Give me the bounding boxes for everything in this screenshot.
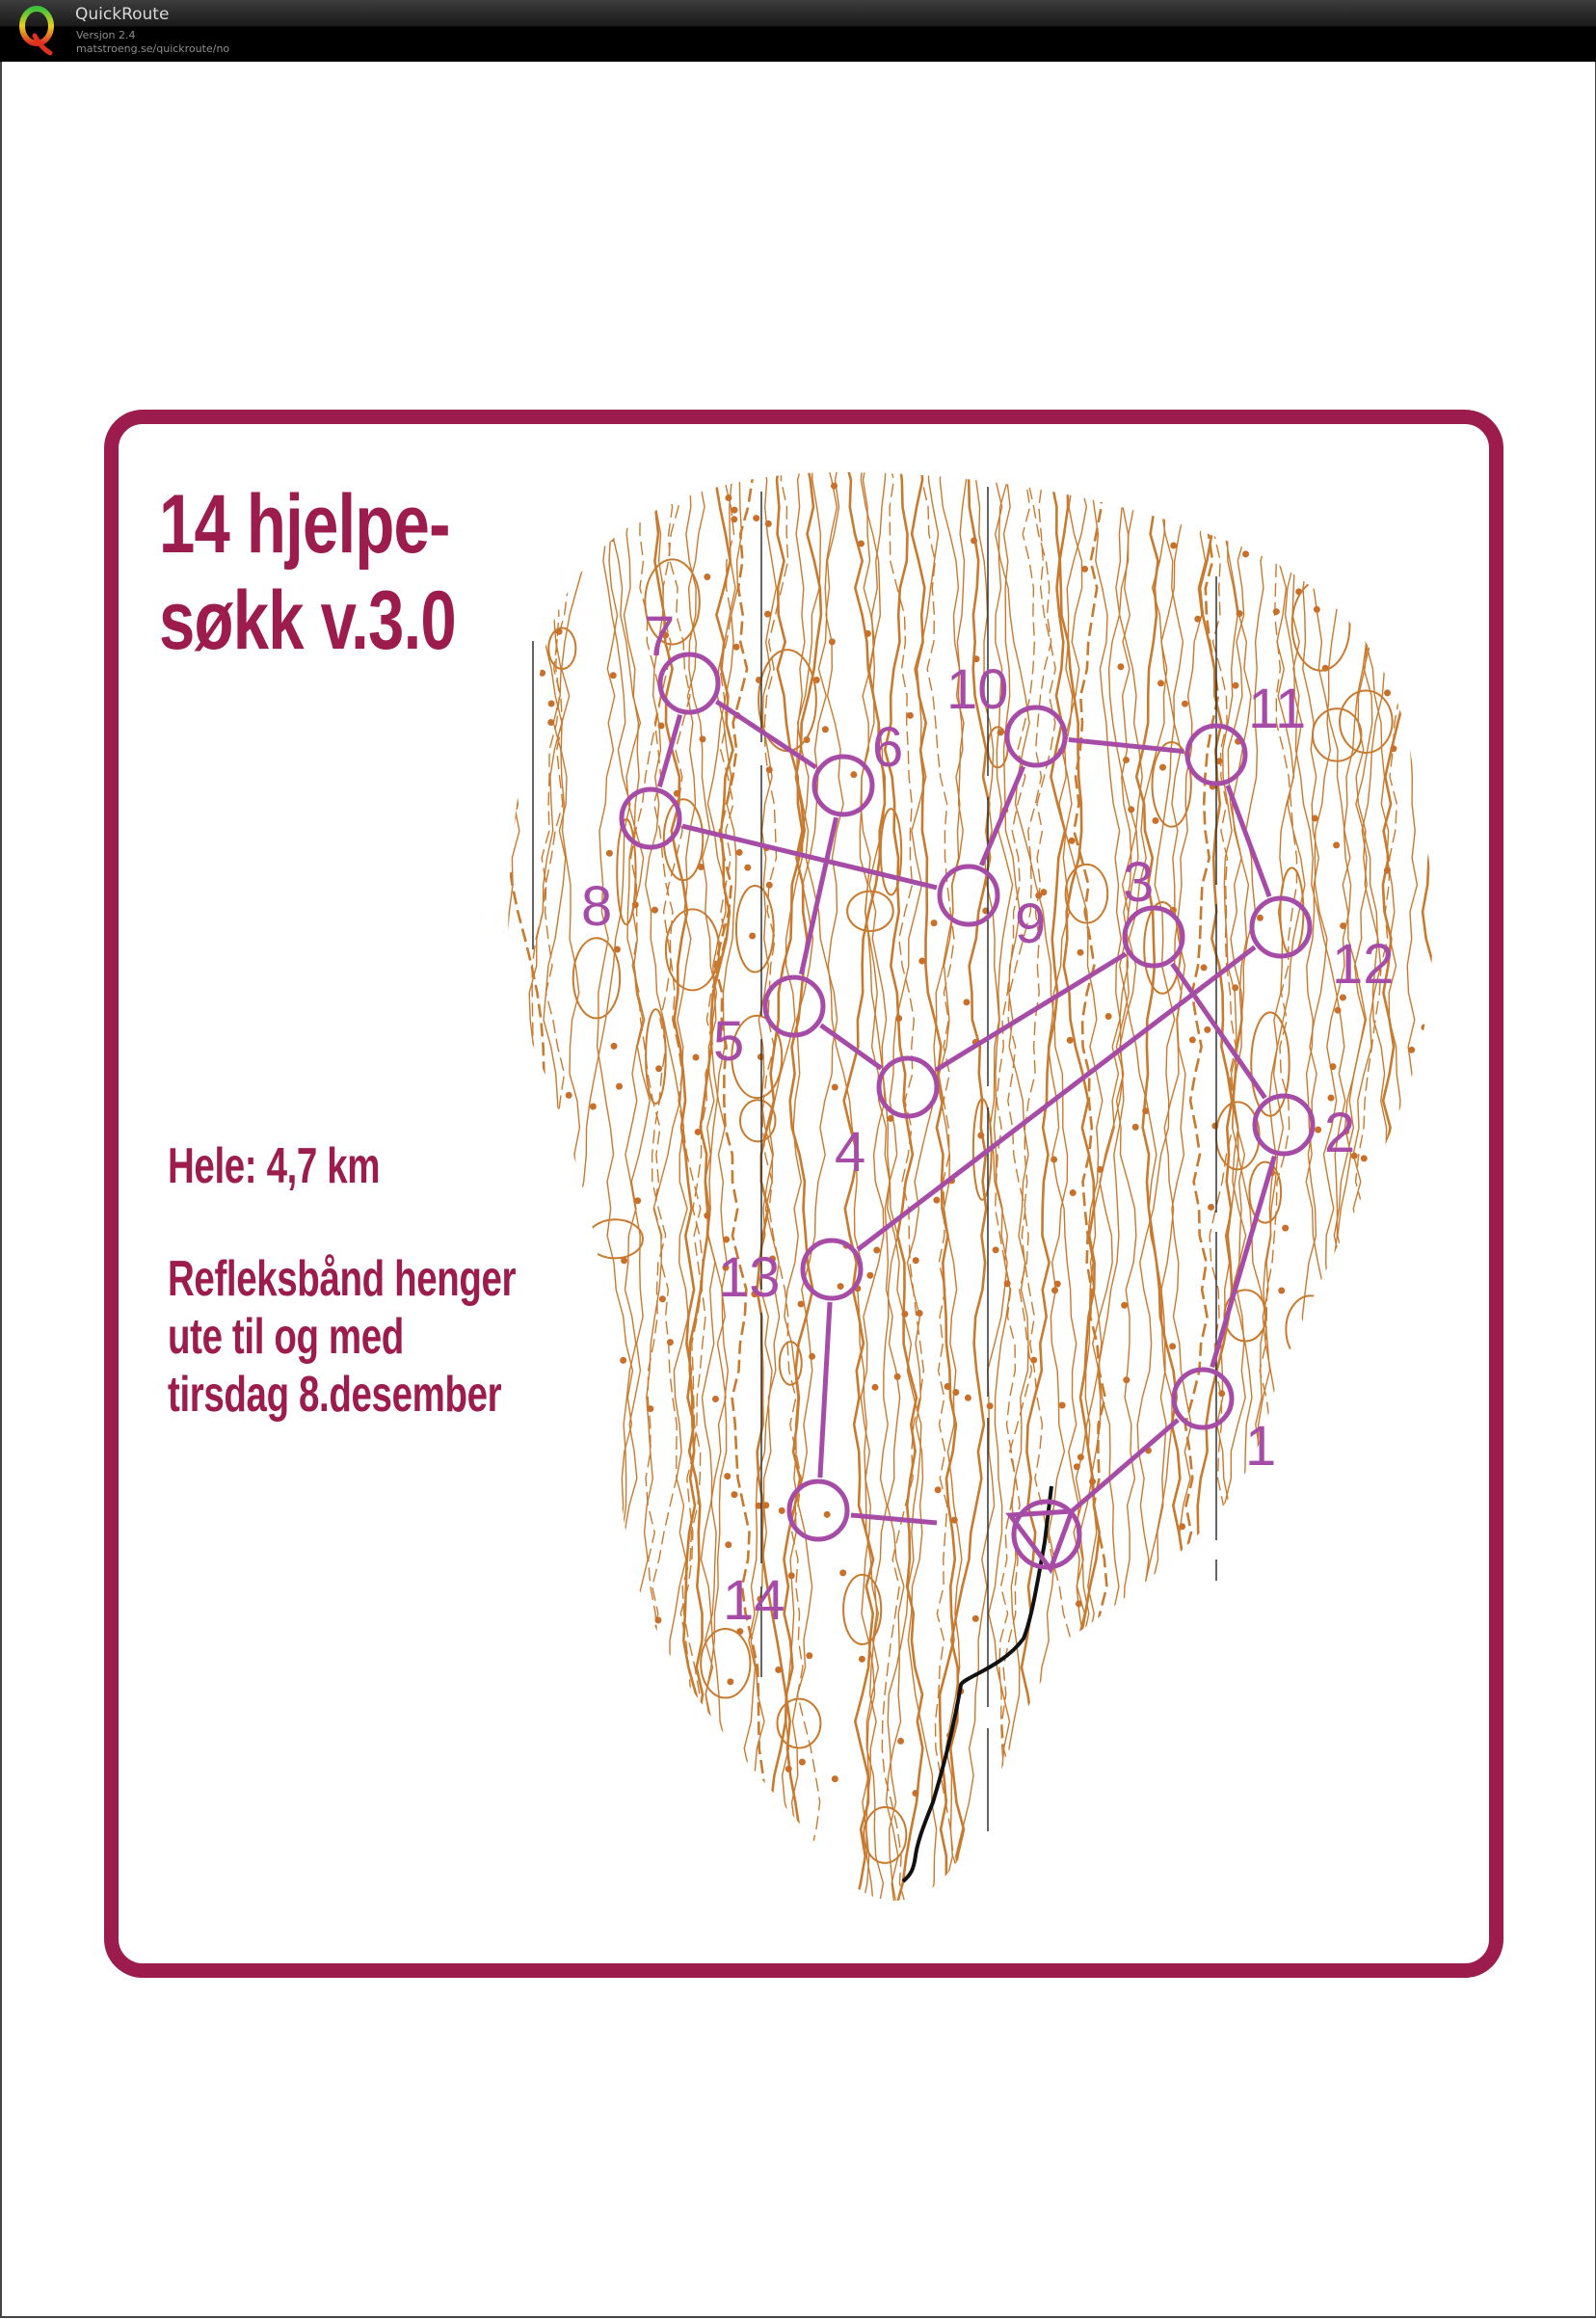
course-leg	[817, 1301, 833, 1479]
control-number: 4	[835, 1121, 865, 1184]
course-leg	[798, 816, 839, 975]
control-14[interactable]: 14	[723, 1479, 850, 1632]
course-leg	[819, 1023, 883, 1071]
course-leg	[856, 945, 1257, 1252]
app-title: QuickRoute	[75, 5, 170, 24]
control-circle-icon	[1249, 895, 1313, 959]
course-legs	[656, 699, 1277, 1526]
course-leg	[1071, 1418, 1180, 1513]
course-leg	[656, 714, 683, 787]
app-version: Versjon 2.4	[76, 29, 136, 41]
control-number: 8	[581, 875, 612, 938]
control-circle-icon	[1252, 1093, 1316, 1157]
control-circle-icon	[657, 652, 721, 715]
control-number: 10	[946, 658, 1009, 721]
magnetic-north-lines	[532, 487, 1217, 1831]
course-leg	[934, 951, 1128, 1073]
control-11[interactable]: 11	[1184, 678, 1306, 786]
control-number: 12	[1332, 933, 1395, 996]
course-leg	[714, 699, 818, 770]
control-circle-icon	[876, 1055, 940, 1119]
control-circle-icon	[786, 1479, 850, 1542]
control-circle-icon	[800, 1238, 864, 1301]
control-10[interactable]: 10	[946, 658, 1068, 768]
start-triangle-icon[interactable]	[1005, 1499, 1082, 1575]
control-13[interactable]: 13	[718, 1238, 864, 1309]
control-circle-icon	[1171, 1367, 1235, 1430]
poster-title-line-1: 14 hjelpe-	[159, 478, 450, 571]
control-circle-icon	[762, 974, 826, 1038]
control-circle-icon	[811, 754, 875, 817]
finish-leg	[850, 1512, 938, 1526]
control-number: 5	[713, 1010, 744, 1073]
quickroute-logo-icon	[19, 6, 54, 56]
control-4[interactable]: 4	[835, 1055, 940, 1184]
control-circle-icon	[1004, 705, 1068, 768]
control-7[interactable]: 7	[644, 605, 721, 715]
app-titlebar: QuickRoute Versjon 2.4 matstroeng.se/qui…	[0, 0, 1596, 62]
course-leg	[1068, 736, 1184, 755]
control-2[interactable]: 2	[1252, 1093, 1355, 1164]
course-leg	[681, 823, 938, 891]
control-number: 13	[718, 1246, 781, 1309]
control-8[interactable]: 8	[581, 786, 682, 938]
control-9[interactable]: 9	[937, 864, 1046, 955]
note-line-1: Refleksbånd henger	[168, 1251, 517, 1307]
course-leg	[1225, 784, 1272, 898]
control-number: 2	[1324, 1102, 1355, 1164]
poster-title-line-2: søkk v.3.0	[159, 574, 457, 667]
control-number: 6	[872, 716, 903, 779]
control-number: 11	[1248, 678, 1306, 740]
control-12[interactable]: 12	[1249, 895, 1395, 996]
control-circle-icon	[1184, 723, 1248, 786]
control-number: 9	[1015, 893, 1046, 955]
control-3[interactable]: 3	[1122, 851, 1185, 969]
course-leg	[1170, 962, 1267, 1100]
control-circle-icon	[937, 864, 1000, 927]
control-circle-icon	[1122, 905, 1185, 969]
app-url[interactable]: matstroeng.se/quickroute/no	[76, 42, 230, 55]
note-line-2: ute til og med	[168, 1309, 404, 1365]
control-circle-icon	[619, 786, 682, 850]
control-5[interactable]: 5	[713, 974, 826, 1073]
control-number: 14	[723, 1569, 785, 1632]
poster-frame	[104, 410, 1503, 1978]
gps-route-line	[901, 1485, 1053, 1883]
distance-text: Hele: 4,7 km	[168, 1138, 381, 1194]
control-number: 7	[644, 605, 675, 668]
control-number: 1	[1245, 1415, 1276, 1478]
control-6[interactable]: 6	[811, 716, 903, 817]
note-line-3: tirsdag 8.desember	[168, 1367, 502, 1423]
control-number: 3	[1123, 851, 1154, 914]
course-leg	[978, 765, 1026, 866]
course-leg	[1210, 1155, 1277, 1369]
control-1[interactable]: 1	[1171, 1367, 1276, 1478]
